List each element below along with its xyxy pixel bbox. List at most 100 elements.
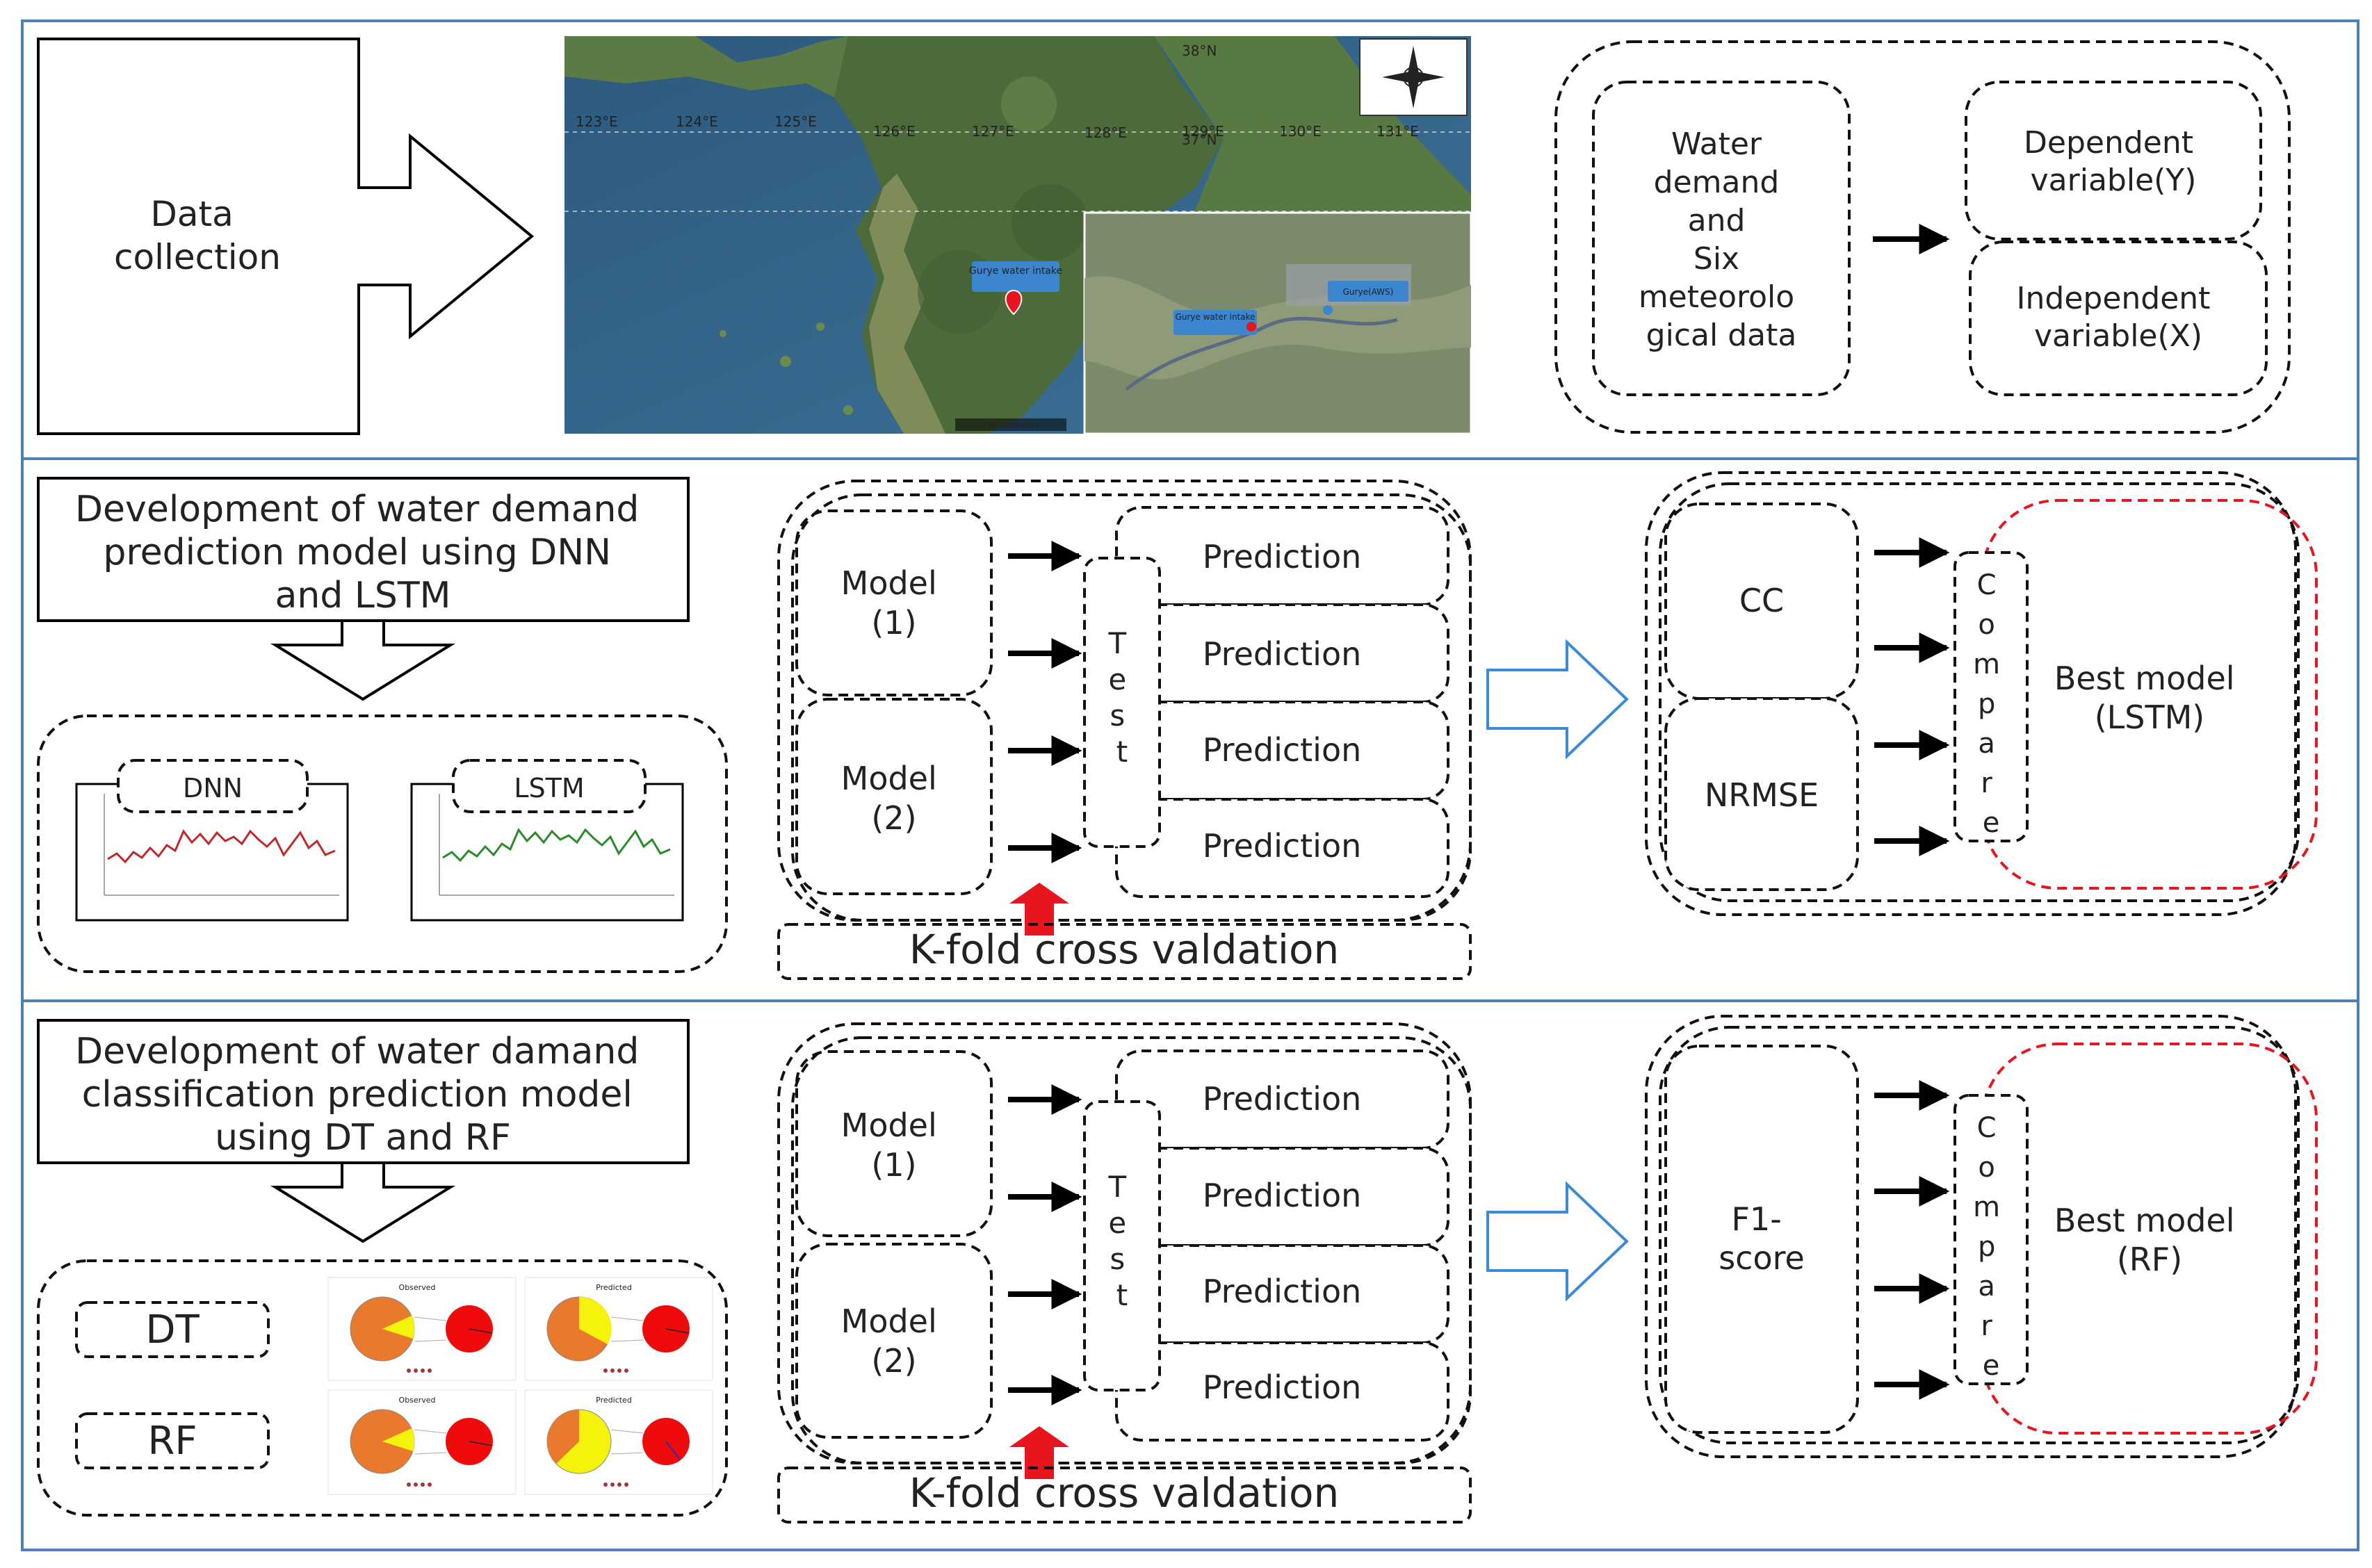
prediction-label: Prediction (1203, 1177, 1362, 1214)
hollow-right-arrow-icon (1486, 639, 1629, 760)
down-arrow-icon (270, 1161, 456, 1243)
test-label: T e s t (1107, 626, 1135, 769)
compare-box (1953, 1094, 2029, 1385)
map-scale-label: 100 kilometers (982, 420, 1040, 430)
prediction-label: Prediction (1203, 827, 1362, 865)
kfold-label: K-fold cross valdation (909, 1469, 1339, 1517)
down-arrow-icon (270, 619, 456, 701)
model-1-label: Model (1) (841, 1106, 948, 1184)
step-regression-text: Development of water demand prediction m… (75, 489, 651, 616)
classification-training-flow: Model (1) Model (2) Prediction Predictio… (777, 1022, 1472, 1524)
lat-label: 38°N (1182, 42, 1217, 59)
metric-box-f1 (1664, 1045, 1859, 1434)
prediction-label: Prediction (1203, 635, 1362, 673)
model-1-box (795, 1050, 993, 1237)
kfold-box (777, 923, 1472, 980)
inset-marker-intake: Gurye water intake (1175, 312, 1255, 322)
compare-box (1953, 551, 2029, 842)
kfold-label: K-fold cross valdation (909, 926, 1339, 973)
independent-variable-box (1969, 240, 2268, 396)
dt-label: DT (145, 1307, 200, 1353)
step-classification-model: Development of water damand classificati… (37, 1019, 690, 1243)
lat-label: 37°N (1182, 131, 1217, 148)
dnn-title-box (117, 759, 309, 813)
prediction-label: Prediction (1203, 538, 1362, 575)
dt-label-box (75, 1301, 270, 1358)
metric-box-nrmse (1664, 697, 1859, 891)
compass-rose-icon (1359, 38, 1468, 116)
independent-variable-text: Independent variable(X) (2017, 281, 2220, 354)
model-2-label: Model (2) (841, 760, 948, 837)
dnn-chart: DNN (75, 759, 349, 922)
water-demand-box (1592, 81, 1851, 396)
pie-header: Predicted (596, 1396, 632, 1405)
classification-evaluation: F1- score C o m p a r e Best model (RF) (1645, 1015, 2318, 1458)
lon-label: 123°E (576, 113, 618, 130)
study-area-map: 123°E 124°E 125°E 126°E 127°E 128°E 129°… (564, 36, 1471, 434)
prediction-label: Prediction (1203, 1273, 1362, 1310)
lon-label: 127°E (972, 123, 1014, 140)
lstm-series-line (442, 828, 671, 863)
dependent-variable-text: Dependent variable(Y) (2024, 125, 2203, 198)
model-1-label: Model (1) (841, 564, 948, 642)
lon-label: 130°E (1279, 123, 1322, 140)
step-regression-model: Development of water demand prediction m… (37, 477, 690, 701)
compare-label: C o m p a r e (1973, 569, 2009, 839)
lstm-title: LSTM (514, 773, 584, 803)
lon-label: 124°E (676, 113, 718, 130)
prediction-box (1115, 1341, 1449, 1442)
pie-chart-dt-observed: Observed (327, 1277, 517, 1381)
compare-label: C o m p a r e (1973, 1112, 2009, 1382)
model-2-box (795, 698, 993, 895)
regression-training-flow: Model (1) Model (2) Prediction Predictio… (777, 480, 1472, 980)
dependent-variable-box (1965, 81, 2262, 240)
lon-label: 126°E (873, 123, 916, 140)
lon-label: 129°E (1182, 123, 1224, 140)
metric-nrmse-label: NRMSE (1705, 776, 1819, 814)
lon-label: 125°E (774, 113, 817, 130)
regression-evaluation: CC NRMSE C o m p a r e Best model (LSTM) (1645, 471, 2318, 916)
pie-chart-dt-predicted: Predicted (524, 1277, 713, 1381)
rf-label-box (75, 1412, 270, 1469)
inset-map: Gurye water intake Gurye(AWS) (1083, 211, 1471, 434)
pie-results-box: DT RF Observed Predicted (37, 1259, 728, 1517)
metric-f1-label: F1- score (1719, 1200, 1805, 1277)
test-label: T e s t (1107, 1170, 1135, 1312)
metric-cc-label: CC (1739, 582, 1784, 619)
timeseries-results-box: DNN LSTM (37, 714, 728, 973)
variables-block: Water demand and Six meteorolo gical dat… (1554, 40, 2291, 434)
up-arrow-icon (1009, 883, 1069, 936)
model-2-label: Model (2) (841, 1302, 948, 1380)
test-box (1083, 557, 1161, 848)
best-model-lstm-label: Best model (LSTM) (2054, 660, 2245, 736)
pie-header: Predicted (596, 1283, 632, 1292)
step-data-collection: Data collection (37, 38, 535, 435)
dnn-series-line (107, 829, 336, 864)
prediction-box (1115, 798, 1449, 898)
best-model-rf-label: Best model (RF) (2054, 1202, 2245, 1278)
pie-chart-rf-observed: Observed (327, 1389, 517, 1495)
model-1-box (795, 509, 993, 696)
inset-marker-aws: Gurye(AWS) (1343, 287, 1394, 297)
prediction-label: Prediction (1203, 1080, 1362, 1118)
hollow-right-arrow-icon (1486, 1181, 1629, 1302)
kfold-box (777, 1467, 1472, 1524)
prediction-label: Prediction (1203, 1369, 1362, 1406)
lon-label: 131°E (1376, 123, 1419, 140)
water-demand-text: Water demand and Six meteorolo gical dat… (1639, 126, 1804, 353)
up-arrow-icon (1009, 1426, 1069, 1479)
step-classification-text: Development of water damand classificati… (75, 1031, 651, 1159)
test-box (1083, 1100, 1161, 1391)
rf-label: RF (147, 1419, 197, 1464)
map-marker-label: Gurye water intake (969, 266, 1062, 277)
location-pin-icon (1005, 289, 1023, 316)
pie-header: Observed (399, 1283, 436, 1292)
pie-header: Observed (399, 1396, 436, 1405)
dnn-title: DNN (183, 773, 243, 803)
lstm-chart: LSTM (410, 759, 684, 922)
step-data-collection-label: Data collection (114, 194, 281, 277)
prediction-label: Prediction (1203, 731, 1362, 769)
lstm-title-box (452, 759, 647, 813)
lon-label: 128°E (1085, 124, 1127, 141)
